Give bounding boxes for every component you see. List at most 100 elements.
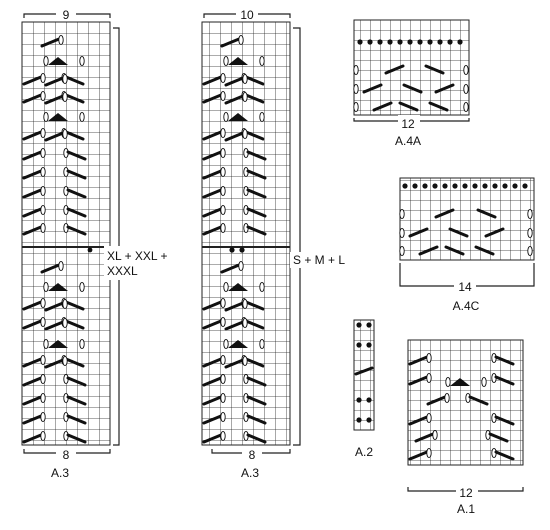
twisted-stitch-icon	[40, 316, 46, 328]
purl-dot-icon	[522, 183, 528, 189]
twisted-stitch-icon	[426, 372, 432, 384]
cable-stitch-icon	[384, 64, 405, 75]
purl-dot-icon	[512, 183, 518, 189]
cable-stitch-icon	[354, 366, 374, 376]
cable-stitch-icon	[244, 93, 265, 104]
cable-stitch-icon	[22, 75, 43, 86]
twisted-stitch-icon	[259, 111, 265, 123]
cable-stitch-icon	[202, 319, 223, 330]
cable-stitch-icon	[494, 355, 515, 366]
decrease-triangle-icon	[48, 113, 68, 121]
top-stitch-count: 10	[240, 8, 254, 22]
cable-stitch-icon	[246, 376, 267, 387]
twisted-stitch-icon	[40, 392, 46, 404]
cable-stitch-icon	[224, 301, 245, 312]
twisted-stitch-icon	[463, 101, 469, 113]
purl-dot-icon	[422, 183, 428, 189]
cable-stitch-icon	[22, 169, 43, 180]
purl-dot-icon	[356, 322, 362, 328]
cable-stitch-icon	[202, 357, 223, 368]
twisted-stitch-icon	[220, 411, 226, 423]
cable-stitch-icon	[202, 207, 223, 218]
twisted-stitch-icon	[527, 208, 533, 220]
cable-stitch-icon	[202, 150, 223, 161]
cable-stitch-icon	[434, 83, 455, 94]
purl-dot-icon	[387, 39, 393, 45]
twisted-stitch-icon	[220, 430, 226, 442]
bottom-stitch-count: 8	[249, 448, 256, 462]
twisted-stitch-icon	[238, 260, 244, 272]
twisted-stitch-icon	[40, 204, 46, 216]
twisted-stitch-icon	[426, 352, 432, 364]
decrease-triangle-icon	[48, 283, 68, 291]
cable-stitch-icon	[44, 320, 65, 331]
cable-stitch-icon	[202, 225, 223, 236]
purl-dot-icon	[427, 39, 433, 45]
cable-stitch-icon	[22, 319, 43, 330]
chart-grid	[399, 177, 535, 261]
purl-dot-icon	[357, 39, 363, 45]
cable-stitch-icon	[424, 64, 445, 75]
twisted-stitch-icon	[220, 127, 226, 139]
cable-stitch-icon	[44, 76, 65, 87]
size-label: S + M + L	[293, 253, 345, 267]
top-stitch-count: 9	[63, 8, 70, 22]
purl-dot-icon	[367, 39, 373, 45]
twisted-stitch-icon	[220, 354, 226, 366]
twisted-stitch-icon	[223, 111, 229, 123]
twisted-stitch-icon	[399, 245, 405, 257]
size-bracket	[113, 27, 120, 446]
twisted-stitch-icon	[62, 317, 68, 329]
cable-stitch-icon	[44, 358, 65, 369]
cable-stitch-icon	[66, 395, 87, 406]
purl-dot-icon	[492, 183, 498, 189]
decrease-triangle-icon	[48, 57, 68, 65]
twisted-stitch-icon	[259, 338, 265, 350]
cable-stitch-icon	[22, 376, 43, 387]
cable-stitch-icon	[64, 130, 85, 141]
cable-stitch-icon	[44, 94, 65, 105]
twisted-stitch-icon	[220, 392, 226, 404]
twisted-stitch-icon	[220, 222, 226, 234]
cable-stitch-icon	[244, 130, 265, 141]
cable-stitch-icon	[408, 355, 429, 366]
decrease-triangle-icon	[228, 283, 248, 291]
stitch-symbols	[408, 352, 515, 461]
cable-stitch-icon	[444, 245, 465, 256]
cable-stitch-icon	[40, 37, 61, 48]
twisted-stitch-icon	[220, 373, 226, 385]
decrease-triangle-icon	[48, 340, 68, 348]
purl-dot-icon	[407, 39, 413, 45]
twisted-stitch-icon	[220, 316, 226, 328]
twisted-stitch-icon	[43, 338, 49, 350]
stitch-symbols	[399, 183, 533, 257]
purl-dot-icon	[462, 183, 468, 189]
cable-stitch-icon	[22, 357, 43, 368]
chart-name: A.2	[355, 445, 373, 459]
purl-dot-icon	[447, 39, 453, 45]
twisted-stitch-icon	[259, 55, 265, 67]
cable-stitch-icon	[246, 188, 267, 199]
cable-stitch-icon	[66, 433, 87, 444]
twisted-stitch-icon	[40, 297, 46, 309]
purl-dot-icon	[366, 342, 372, 348]
purl-dot-icon	[437, 39, 443, 45]
twisted-stitch-icon	[220, 147, 226, 159]
cable-stitch-icon	[66, 169, 87, 180]
twisted-stitch-icon	[62, 298, 68, 310]
cable-stitch-icon	[66, 150, 87, 161]
twisted-stitch-icon	[426, 447, 432, 459]
cable-stitch-icon	[64, 319, 85, 330]
purl-dot-icon	[356, 342, 362, 348]
cable-stitch-icon	[418, 245, 439, 256]
cable-stitch-icon	[408, 450, 429, 461]
cable-stitch-icon	[22, 93, 43, 104]
twisted-stitch-icon	[220, 185, 226, 197]
cable-stitch-icon	[408, 375, 429, 386]
twisted-stitch-icon	[223, 281, 229, 293]
cable-stitch-icon	[202, 300, 223, 311]
twisted-stitch-icon	[445, 376, 451, 388]
cable-stitch-icon	[246, 150, 267, 161]
cable-stitch-icon	[220, 263, 241, 274]
